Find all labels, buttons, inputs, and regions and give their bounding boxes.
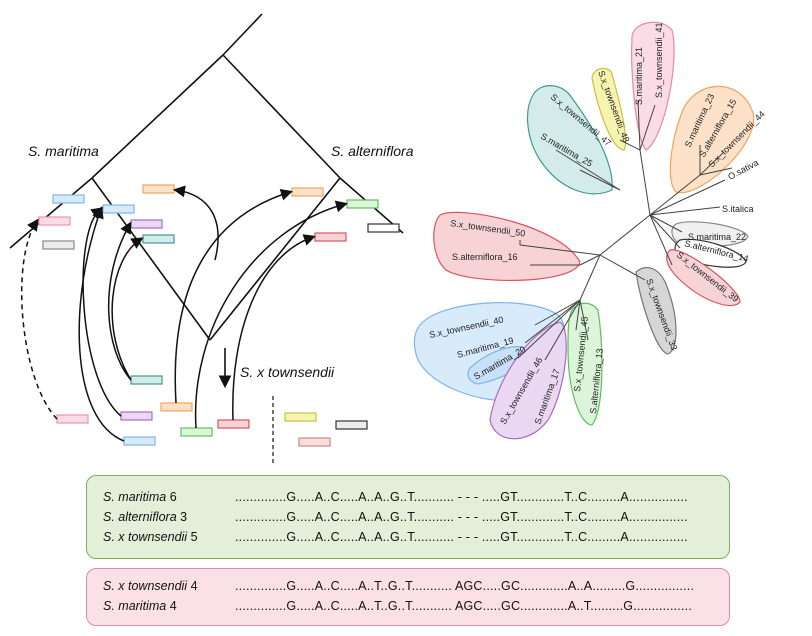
clade-pink-top: [631, 21, 675, 151]
sequence: ..............G.....A..C.....A..A..G..T.…: [235, 490, 688, 504]
species-name: S. x townsendii: [103, 579, 188, 593]
clade-yellow: [591, 67, 627, 151]
gene-box-green: [180, 427, 213, 437]
copy-count: 3: [180, 510, 188, 524]
gene-box-grey: [42, 240, 75, 250]
copy-count: 6: [169, 490, 177, 504]
label-maritima: S. maritima: [28, 143, 99, 159]
clade-green: [567, 302, 603, 426]
tip-label: S.italica: [722, 204, 754, 214]
gene-box-orange: [291, 187, 324, 197]
alignment-row: S. maritima 4 ..............G.....A..C..…: [103, 599, 692, 613]
clade-orange: [669, 85, 755, 194]
species-name: S. alterniflora: [103, 510, 177, 524]
clade-red-small: [666, 249, 741, 307]
clade-red: [433, 211, 581, 281]
species-name: S. maritima: [103, 599, 167, 613]
sequence: ..............G.....A..C.....A..A..G..T.…: [235, 530, 688, 544]
species-name: S. maritima: [103, 490, 167, 504]
alignment-row: S. x townsendii 4 ..............G.....A.…: [103, 579, 694, 593]
gene-tree-clades: [413, 21, 755, 440]
clade-teal: [527, 85, 613, 195]
tip-label: S.alterniflora_16: [452, 252, 518, 262]
alignment-row: S. x townsendii 5 ..............G.....A.…: [103, 530, 688, 544]
gene-box-purple: [120, 411, 153, 421]
gene-box-green: [346, 199, 379, 209]
gene-box-orange: [160, 402, 193, 412]
gene-box-pink: [38, 216, 71, 226]
gene-box-pink: [298, 437, 331, 447]
sequence: ..............G.....A..C.....A..A..G..T.…: [235, 510, 688, 524]
gene-box-yellow: [284, 412, 317, 422]
gene-box-teal: [130, 375, 163, 385]
gene-box-grey: [335, 420, 368, 430]
tip-label: S.maritima_21: [634, 47, 644, 105]
gene-box-blue: [123, 436, 156, 446]
gene-box-red: [217, 419, 250, 429]
clade-purple: [489, 321, 567, 440]
alignment-row: S. maritima 6 ..............G.....A..C..…: [103, 490, 688, 504]
clade-grey: [635, 267, 677, 355]
tip-label: S.maritima_22: [688, 232, 746, 242]
alignment-panel-divergent: S. x townsendii 4 ..............G.....A.…: [86, 568, 730, 626]
sequence: ..............G.....A..C.....A..T..G..T.…: [235, 579, 695, 593]
gene-box-red: [314, 232, 347, 242]
copy-count: 4: [190, 579, 198, 593]
gene-box-purple: [130, 219, 163, 229]
sequence: ..............G.....A..C.....A..T..G..T.…: [235, 599, 692, 613]
species-name: S. x townsendii: [103, 530, 188, 544]
label-townsendii: S. x townsendii: [240, 364, 335, 380]
gene-tree-branches: [517, 99, 733, 361]
tip-label: S.x_townsendii_41: [654, 22, 664, 98]
gene-box-blue: [102, 204, 135, 214]
gene-box-orange: [142, 184, 175, 194]
copy-count: 4: [169, 599, 177, 613]
inheritance-arrows: [20, 185, 348, 442]
alignment-row: S. alterniflora 3 ..............G.....A.…: [103, 510, 688, 524]
alignment-panel-shared: S. maritima 6 ..............G.....A..C..…: [86, 475, 730, 559]
gene-box-teal: [142, 234, 175, 244]
gene-box-blue: [52, 194, 85, 204]
gene-box-white: [367, 223, 400, 233]
gene-copies: [38, 184, 400, 447]
copy-count: 5: [190, 530, 198, 544]
label-alterniflora: S. alterniflora: [331, 143, 414, 159]
gene-box-pink: [56, 414, 89, 424]
